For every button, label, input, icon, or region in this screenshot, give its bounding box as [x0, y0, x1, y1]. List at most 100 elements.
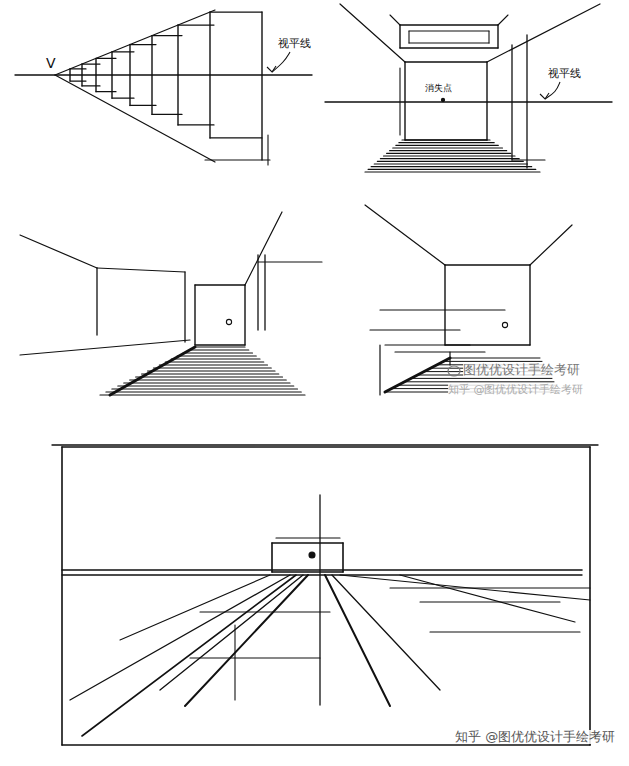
vanishing-point-label: 消失点 — [425, 84, 452, 94]
sketch-line — [529, 265, 530, 345]
sketch-line — [171, 358, 260, 359]
point-mark — [502, 322, 507, 327]
sketch-line — [340, 575, 590, 600]
sketch-line — [177, 355, 256, 356]
sketch-line — [61, 447, 63, 745]
sketch-line — [393, 147, 503, 148]
sketch-line — [210, 137, 262, 138]
sketch-line — [195, 346, 245, 347]
sketch-line — [62, 744, 590, 746]
sketch-line — [52, 444, 598, 445]
sketch-line — [96, 91, 116, 92]
sketch-line — [184, 272, 185, 342]
sketch-line — [430, 631, 580, 632]
sketch-line — [185, 575, 308, 706]
sketch-line — [177, 25, 178, 125]
sketch-line — [62, 446, 590, 448]
sketch-line — [82, 63, 100, 64]
sketch-line — [370, 329, 460, 330]
leader-arrow — [272, 52, 290, 72]
sketch-line — [200, 611, 330, 612]
sketch-line — [526, 35, 527, 168]
sketch-line — [194, 285, 195, 345]
sketch-line — [399, 25, 400, 48]
sketch-line — [368, 169, 536, 170]
sketch-line — [445, 264, 530, 265]
sketch-line — [210, 11, 262, 12]
wechat-icon — [448, 366, 460, 376]
vanishing-point-letter: V — [46, 56, 56, 71]
sketch-line — [408, 31, 409, 43]
sketch-line — [62, 574, 582, 575]
sketch-line — [130, 379, 287, 380]
horizon-label: 视平线 — [278, 38, 311, 50]
sketch-line — [395, 351, 485, 352]
sketch-line — [512, 159, 545, 160]
sketch-line — [112, 388, 298, 389]
sketch-line — [100, 394, 305, 395]
sketch-line — [385, 344, 470, 345]
sketch-lines — [15, 4, 612, 745]
sketch-line — [142, 373, 279, 374]
sketch-line — [258, 261, 322, 262]
sketch-line — [450, 358, 540, 359]
sketch-line — [148, 370, 276, 371]
watermark: 图优优设计手绘考研 — [463, 363, 580, 377]
sketch-line — [276, 537, 340, 538]
sketch-line — [189, 349, 249, 350]
sketch-line — [153, 367, 271, 368]
sketch-line — [371, 166, 532, 167]
sketch-line — [340, 4, 405, 62]
sketch-line — [120, 575, 270, 640]
sketch-line — [387, 153, 511, 154]
sketch-line — [589, 447, 591, 745]
sketch-line — [272, 542, 343, 544]
sketch-line — [195, 344, 245, 345]
sketch-line — [404, 62, 405, 140]
sketch-line — [234, 625, 235, 700]
sketch-line — [261, 12, 262, 160]
sketch-line — [402, 139, 490, 140]
sketch-line — [82, 575, 296, 736]
sketch-line — [319, 495, 320, 705]
sketch-line — [399, 142, 494, 143]
sketch-line — [55, 10, 215, 75]
sketch-line — [118, 385, 294, 386]
sketch-line — [487, 4, 600, 62]
sketch-line — [151, 36, 152, 115]
horizon-label: 视平线 — [548, 68, 581, 80]
sketch-line — [272, 571, 343, 573]
sketch-line — [411, 378, 552, 379]
sketch-line — [400, 575, 575, 622]
sketch-line — [96, 58, 116, 59]
sketch-line — [159, 364, 267, 365]
sketch-line — [365, 171, 540, 172]
sketch-line — [178, 124, 214, 125]
sketch-line — [106, 391, 301, 392]
sketch-line — [195, 284, 245, 285]
sketch-line — [405, 381, 555, 382]
sketch-line — [165, 361, 263, 362]
sketch-line — [377, 161, 523, 162]
sketch-line — [96, 268, 97, 335]
sketch-line — [205, 159, 270, 160]
sketch-line — [129, 45, 130, 106]
sketch-line — [15, 74, 312, 75]
point-mark — [441, 98, 444, 101]
sketch-line — [20, 340, 190, 355]
sketch-line — [325, 101, 612, 102]
sketch-line — [264, 255, 265, 330]
sketch-line — [82, 85, 100, 86]
sketch-line — [95, 58, 96, 91]
sketch-line — [271, 543, 273, 572]
sketch-line — [70, 575, 290, 700]
sketch-line — [374, 163, 527, 164]
sketch-line — [325, 575, 390, 706]
sketch-line — [497, 25, 498, 48]
sketch-line — [136, 376, 283, 377]
sketch-line — [409, 42, 489, 43]
sketch-line — [62, 569, 582, 571]
sketch-line — [380, 309, 505, 310]
